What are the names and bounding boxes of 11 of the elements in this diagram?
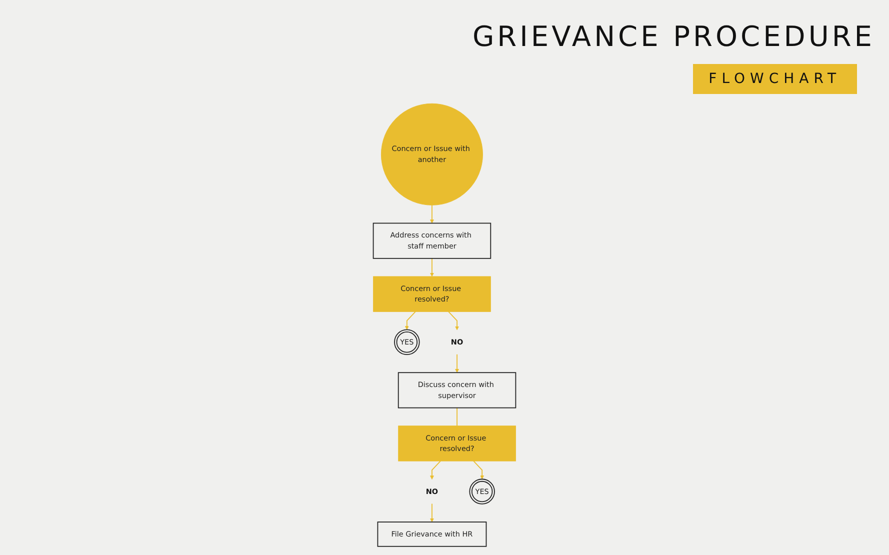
arrow: [430, 503, 434, 522]
arrow: [404, 311, 416, 330]
arrow: [430, 460, 441, 480]
connector: [456, 407, 458, 426]
arrow: [473, 460, 484, 480]
arrow: [430, 204, 434, 224]
arrow: [448, 311, 459, 330]
subtitle-badge: FLOWCHART: [692, 64, 857, 94]
arrow: [430, 258, 434, 277]
arrow: [455, 354, 459, 373]
title: GRIEVANCE PROCEDURE: [472, 20, 875, 53]
